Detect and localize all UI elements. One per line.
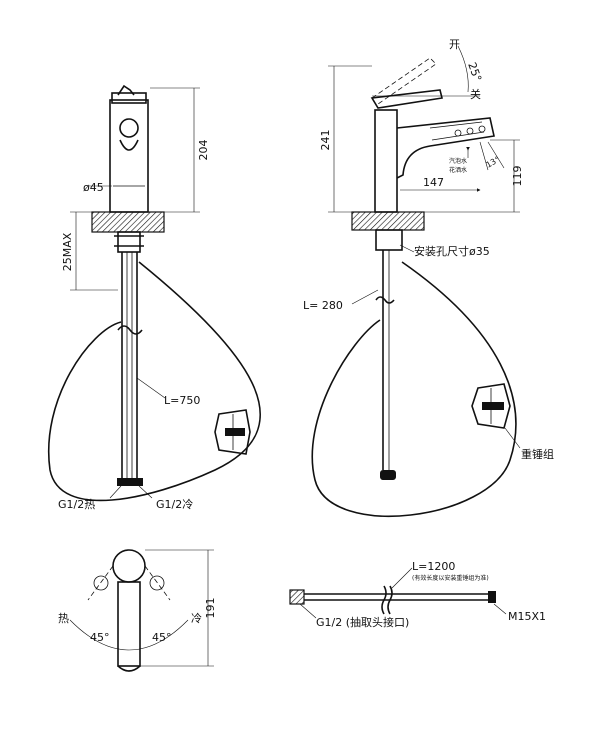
side-height-dim: 241 bbox=[319, 130, 332, 151]
front-view: 204 ø45 25MAX L=750 G1/2热 G1/2冷 bbox=[47, 84, 262, 511]
side-pullout-hose-loop bbox=[311, 261, 517, 518]
top-cold-position bbox=[144, 565, 171, 601]
front-spout-curve bbox=[119, 139, 139, 151]
side-mounting-plate bbox=[351, 211, 425, 231]
cold-inlet-label: G1/2冷 bbox=[156, 498, 193, 511]
top-right-angle: 45° bbox=[152, 631, 172, 644]
side-spout bbox=[396, 117, 495, 179]
side-shank-nut bbox=[375, 229, 403, 251]
side-faucet-body bbox=[374, 109, 398, 213]
front-diameter-label: ø45 bbox=[83, 181, 104, 194]
hot-inlet-label: G1/2热 bbox=[58, 498, 95, 511]
front-inlet-fittings bbox=[117, 478, 143, 486]
front-thickness-dim: 25MAX bbox=[61, 232, 74, 271]
front-height-dim: 204 bbox=[197, 140, 210, 161]
top-view: 热 冷 45° 45° 191 bbox=[58, 549, 217, 672]
front-weight-block bbox=[214, 409, 251, 455]
top-hot-label: 热 bbox=[58, 612, 69, 625]
spout-reach-dim: 147 bbox=[423, 176, 444, 189]
hose-right-fitting-label: M15X1 bbox=[508, 610, 546, 623]
hose-left-fitting-label: G1/2 (抽取头接口) bbox=[316, 615, 409, 629]
top-depth-dim: 191 bbox=[204, 598, 217, 619]
hose-fitting-left bbox=[289, 589, 305, 605]
front-aerator bbox=[119, 118, 139, 138]
handle-angle: 25° bbox=[465, 61, 484, 84]
side-inlet-fitting bbox=[380, 470, 396, 480]
hose-length: L=1200 bbox=[412, 560, 455, 573]
mode-aerated-label: 汽泡水 bbox=[449, 157, 467, 165]
open-label: 开 bbox=[449, 38, 460, 51]
front-break-mark bbox=[117, 325, 143, 335]
front-pullout-hose-loop bbox=[47, 261, 262, 502]
top-hot-position bbox=[87, 565, 114, 601]
front-handle-lever bbox=[117, 84, 135, 96]
side-handle-open-position bbox=[371, 57, 437, 105]
spray-angle: 13° bbox=[485, 155, 502, 170]
side-view: 241 开 关 25° 147 119 13° 汽泡水 花洒水 安装孔尺寸ø35… bbox=[303, 38, 554, 518]
front-hose-length: L=750 bbox=[164, 394, 200, 407]
close-label: 关 bbox=[470, 87, 481, 101]
top-left-angle: 45° bbox=[90, 631, 110, 644]
front-mounting-plate bbox=[91, 211, 165, 233]
supply-length: L= 280 bbox=[303, 299, 343, 312]
side-weight-block bbox=[471, 383, 511, 429]
weight-assembly-label: 重锤组 bbox=[521, 447, 554, 461]
top-spout bbox=[117, 581, 141, 667]
front-shank-nut bbox=[117, 231, 141, 253]
mode-spray-label: 花洒水 bbox=[449, 166, 467, 174]
hose-fitting-right bbox=[488, 591, 496, 603]
side-handle-lever bbox=[370, 89, 443, 109]
spout-height-dim: 119 bbox=[511, 166, 524, 187]
top-handle-cap bbox=[112, 549, 146, 583]
top-cold-label: 冷 bbox=[191, 612, 202, 625]
pullout-hose-view: L=1200 (有效长度以安装重锤组为准) G1/2 (抽取头接口) M15X1 bbox=[289, 560, 546, 629]
mounting-hole-size: 安装孔尺寸ø35 bbox=[414, 244, 490, 258]
front-handle-top bbox=[111, 92, 147, 104]
front-faucet-body bbox=[109, 99, 149, 213]
hose-length-note: (有效长度以安装重锤组为准) bbox=[412, 574, 489, 582]
